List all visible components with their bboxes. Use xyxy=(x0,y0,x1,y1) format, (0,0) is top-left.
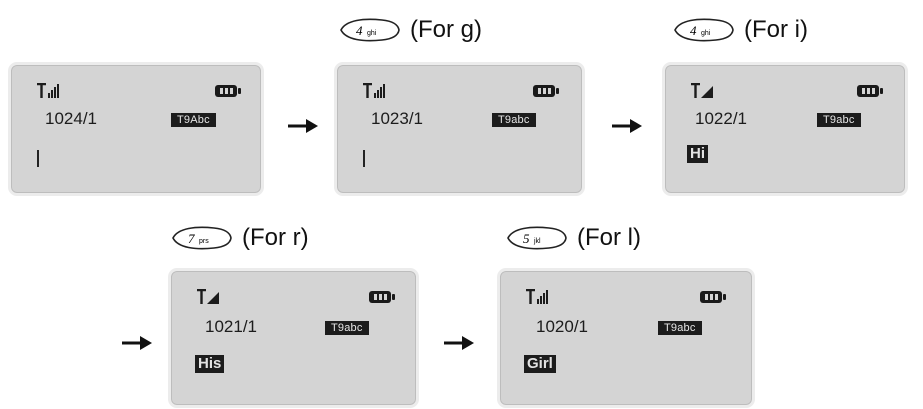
svg-text:jkl: jkl xyxy=(533,238,541,245)
message-counter: 1021/1 xyxy=(205,317,257,336)
signal-strength-icon xyxy=(526,289,548,304)
phone-key-icon: 7 prs xyxy=(172,226,232,250)
phone-screen-3: 1022/1 T9abc Hi xyxy=(662,62,908,196)
input-mode-badge: T9abc xyxy=(658,321,702,335)
text-cursor xyxy=(363,150,365,167)
battery-icon xyxy=(369,291,395,303)
key-caption: (For g) xyxy=(410,16,482,43)
entered-text: Girl xyxy=(524,355,556,373)
svg-text:ghi: ghi xyxy=(701,30,711,37)
battery-icon xyxy=(857,85,883,97)
phone-key-icon: 4 ghi xyxy=(340,18,400,42)
arrow-right-icon xyxy=(612,119,642,133)
text-cursor xyxy=(37,150,39,167)
battery-icon xyxy=(700,291,726,303)
svg-text:ghi: ghi xyxy=(367,30,377,37)
key-label-2: 4 ghi (For i) xyxy=(672,16,808,44)
arrow-right-icon xyxy=(288,119,318,133)
input-mode-badge: T9abc xyxy=(492,113,536,127)
key-caption: (For l) xyxy=(577,224,641,251)
key-label-4: 5 jkl (For l) xyxy=(505,224,641,252)
svg-text:5: 5 xyxy=(523,231,530,246)
input-mode-badge: T9abc xyxy=(817,113,861,127)
phone-screen-4: 1021/1 T9abc His xyxy=(168,268,419,408)
phone-screen-5: 1020/1 T9abc Girl xyxy=(497,268,755,408)
phone-key-icon: 5 jkl xyxy=(507,226,567,250)
key-caption: (For r) xyxy=(242,224,309,251)
message-counter: 1022/1 xyxy=(695,109,747,128)
phone-screen-1: 1024/1 T9Abc xyxy=(8,62,264,196)
svg-text:prs: prs xyxy=(199,238,209,245)
arrow-right-icon xyxy=(444,336,474,350)
svg-text:4: 4 xyxy=(690,23,697,38)
svg-text:4: 4 xyxy=(356,23,363,38)
entered-text: His xyxy=(195,355,225,373)
key-label-3: 7 prs (For r) xyxy=(170,224,309,252)
signal-strength-icon xyxy=(37,83,59,98)
battery-icon xyxy=(215,85,241,97)
svg-text:7: 7 xyxy=(188,231,195,246)
battery-icon xyxy=(533,85,559,97)
arrow-right-icon xyxy=(122,336,152,350)
message-counter: 1020/1 xyxy=(536,317,588,336)
signal-strength-icon xyxy=(691,83,713,98)
message-counter: 1024/1 xyxy=(45,109,97,128)
signal-strength-icon xyxy=(197,289,219,304)
input-mode-badge: T9Abc xyxy=(171,113,216,127)
input-mode-badge: T9abc xyxy=(325,321,369,335)
key-caption: (For i) xyxy=(744,16,808,43)
phone-key-icon: 4 ghi xyxy=(674,18,734,42)
message-counter: 1023/1 xyxy=(371,109,423,128)
key-label-1: 4 ghi (For g) xyxy=(338,16,482,44)
phone-screen-2: 1023/1 T9abc xyxy=(334,62,585,196)
entered-text: Hi xyxy=(687,145,708,163)
signal-strength-icon xyxy=(363,83,385,98)
